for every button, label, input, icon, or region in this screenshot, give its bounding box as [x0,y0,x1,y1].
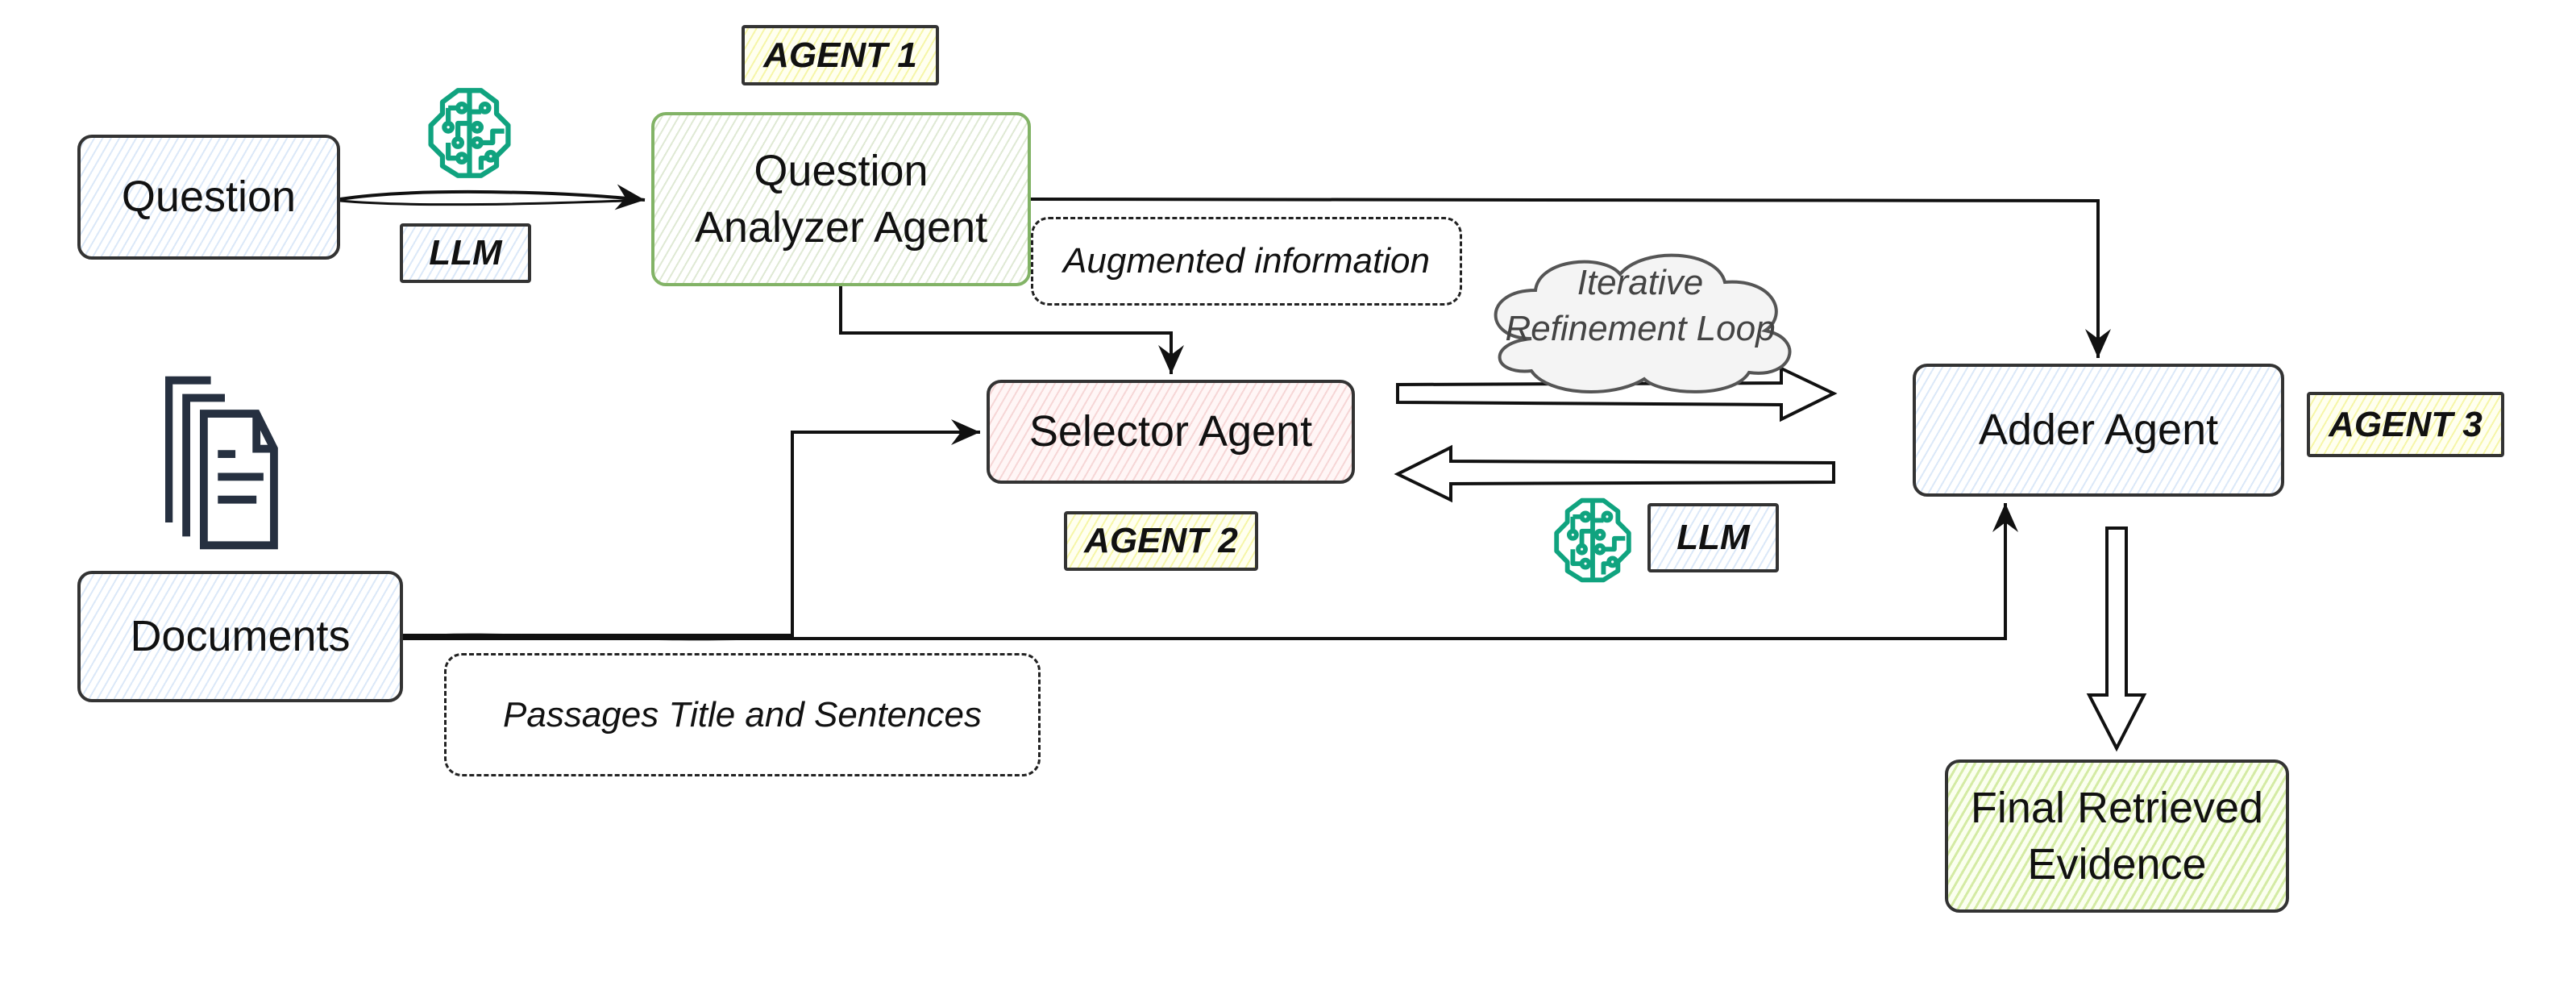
brain-circuit-icon [1554,497,1631,583]
agent2-label: AGENT 2 [1084,521,1238,560]
edge-documents-to-adder [403,503,2018,640]
edge-documents-sketch [402,633,793,641]
agent1-label: AGENT 1 [763,35,917,75]
block-arrow-right [1396,365,1838,422]
refinement-loop-label: Iterative Refinement Loop [1475,260,1805,352]
block-arrow-left [1394,444,1835,503]
agent1-tag: AGENT 1 [742,25,939,85]
llm-tag-2: LLM [1647,503,1779,572]
selector-agent-node: Selector Agent [987,380,1355,484]
passages-note: Passages Title and Sentences [444,653,1041,776]
passages-label: Passages Title and Sentences [503,694,982,735]
brain-circuit-icon [428,88,511,178]
selector-agent-label: Selector Agent [1028,407,1313,456]
adder-agent-node: Adder Agent [1913,364,2284,497]
agent3-label: AGENT 3 [2329,404,2483,444]
documents-label: Documents [130,612,351,661]
block-arrow-down [2086,526,2147,752]
augmented-info-note: Augmented information [1031,217,1462,306]
edge-question-to-analyzer-sketch [339,198,646,206]
documents-stack-icon [165,376,278,550]
edge-question-to-analyzer [339,184,646,210]
cloud-shape [1494,253,1792,393]
llm-tag-1: LLM [400,223,531,283]
final-evidence-label: Final Retrieved Evidence [1970,783,2264,889]
refinement-loop-line2: Refinement Loop [1505,309,1776,349]
agent3-tag: AGENT 3 [2307,392,2504,457]
question-analyzer-label: Question Analyzer Agent [694,146,988,252]
question-node: Question [77,135,340,260]
adder-agent-label: Adder Agent [1978,406,2219,455]
question-analyzer-node: Question Analyzer Agent [651,112,1031,286]
edge-analyzer-to-adder [1030,198,2111,358]
documents-node: Documents [77,571,403,702]
edge-analyzer-to-selector [839,286,1184,374]
llm-label-2: LLM [1676,518,1750,557]
edge-documents-to-selector [403,419,980,637]
question-label: Question [121,173,297,222]
refinement-loop-line1: Iterative [1577,263,1704,302]
agent2-tag: AGENT 2 [1064,511,1258,571]
llm-label-1: LLM [429,233,502,273]
augmented-info-label: Augmented information [1063,241,1430,281]
final-evidence-node: Final Retrieved Evidence [1945,760,2289,913]
